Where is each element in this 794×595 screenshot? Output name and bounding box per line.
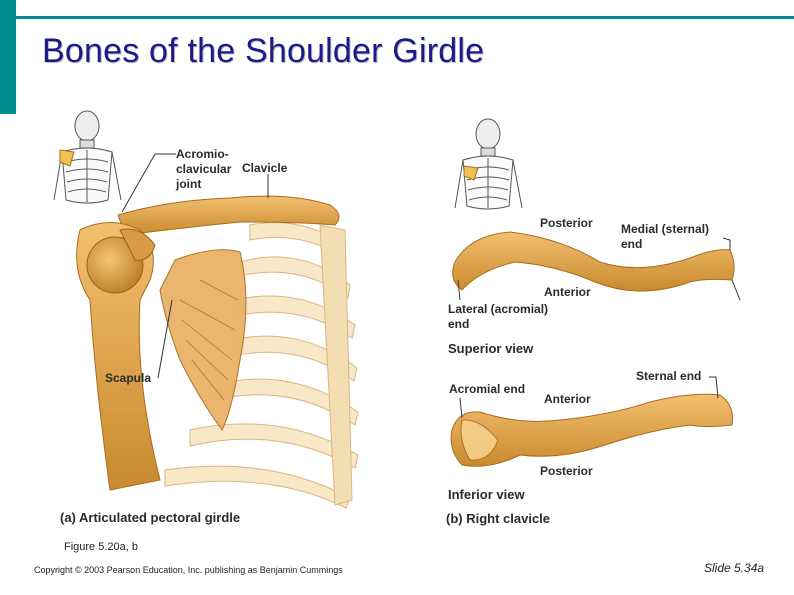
- label-clavicle: Clavicle: [242, 161, 288, 175]
- caption-panel-a: (a) Articulated pectoral girdle: [60, 510, 241, 525]
- top-rule: [16, 16, 794, 19]
- clavicle-inferior-view: [450, 393, 733, 467]
- leader-lines-b: [457, 279, 719, 419]
- label-medial-line1: Medial (sternal): [621, 222, 710, 236]
- humerus-bone: [76, 222, 161, 491]
- slide-number: Slide 5.34a: [704, 561, 765, 575]
- copyright-notice: Copyright © 2003 Pearson Education, Inc.…: [34, 565, 343, 575]
- clavicle-bone-a: [117, 195, 340, 236]
- slide-title: Bones of the Shoulder Girdle: [42, 32, 485, 70]
- label-acromio-line3: joint: [176, 177, 202, 191]
- label-acromio-line1: Acromio-: [176, 147, 229, 161]
- label-medial-line2: end: [621, 237, 643, 251]
- skeleton-icon-b: [454, 118, 523, 210]
- label-acromial-end: Acromial end: [449, 382, 526, 396]
- label-inferior-anterior: Anterior: [544, 392, 591, 406]
- medial-leader: [722, 237, 741, 301]
- clavicle-superior-view: [452, 231, 735, 292]
- label-scapula: Scapula: [105, 371, 152, 385]
- label-superior-anterior: Anterior: [544, 285, 591, 299]
- label-sternal-end: Sternal end: [636, 369, 702, 383]
- label-superior-view: Superior view: [448, 341, 534, 356]
- label-inferior-posterior: Posterior: [540, 464, 593, 478]
- accent-bar: [0, 0, 16, 114]
- label-acromio-line2: clavicular: [176, 162, 232, 176]
- label-lateral-line2: end: [448, 317, 470, 331]
- caption-panel-b: (b) Right clavicle: [446, 511, 551, 526]
- skeleton-icon-a: [53, 110, 122, 204]
- label-superior-posterior: Posterior: [540, 216, 593, 230]
- scapula-bone: [159, 249, 247, 431]
- scapula-texture: [179, 279, 239, 401]
- label-inferior-view: Inferior view: [448, 487, 525, 502]
- label-lateral-line1: Lateral (acromial): [448, 302, 549, 316]
- rib-cage: [164, 222, 359, 509]
- leader-lines-a: [121, 153, 269, 379]
- figure-reference: Figure 5.20a, b: [64, 541, 138, 553]
